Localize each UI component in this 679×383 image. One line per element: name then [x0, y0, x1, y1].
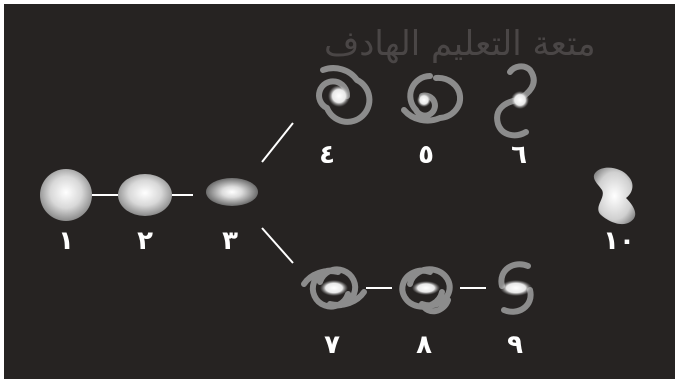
label-1: ١: [58, 226, 74, 256]
galaxy-9-barred-spiral: [498, 261, 534, 315]
label-4: ٤: [319, 140, 335, 170]
galaxy-3-lenticular: [206, 178, 258, 206]
label-10: ١٠: [603, 226, 635, 256]
label-7: ٧: [324, 330, 340, 360]
label-2: ٢: [137, 226, 153, 256]
label-8: ٨: [416, 330, 432, 360]
galaxy-7-barred-spiral: [301, 266, 367, 310]
galaxy-2-elliptical: [118, 174, 172, 216]
galaxy-5-spiral: [401, 73, 464, 124]
label-9: ٩: [507, 330, 523, 360]
connector-3-4: [261, 122, 294, 163]
label-3: ٣: [222, 226, 238, 256]
galaxy-10-irregular: [593, 167, 636, 225]
galaxy-6-spiral: [494, 63, 537, 139]
label-5: ٥: [418, 140, 434, 170]
watermark-text: متعة التعليم الهادف: [324, 24, 596, 64]
connector-3-7: [261, 227, 294, 264]
galaxy-1-elliptical: [40, 169, 92, 221]
label-6: ٦: [511, 140, 527, 170]
galaxy-4-spiral: [316, 65, 373, 125]
galaxy-8-barred-spiral: [399, 266, 453, 315]
